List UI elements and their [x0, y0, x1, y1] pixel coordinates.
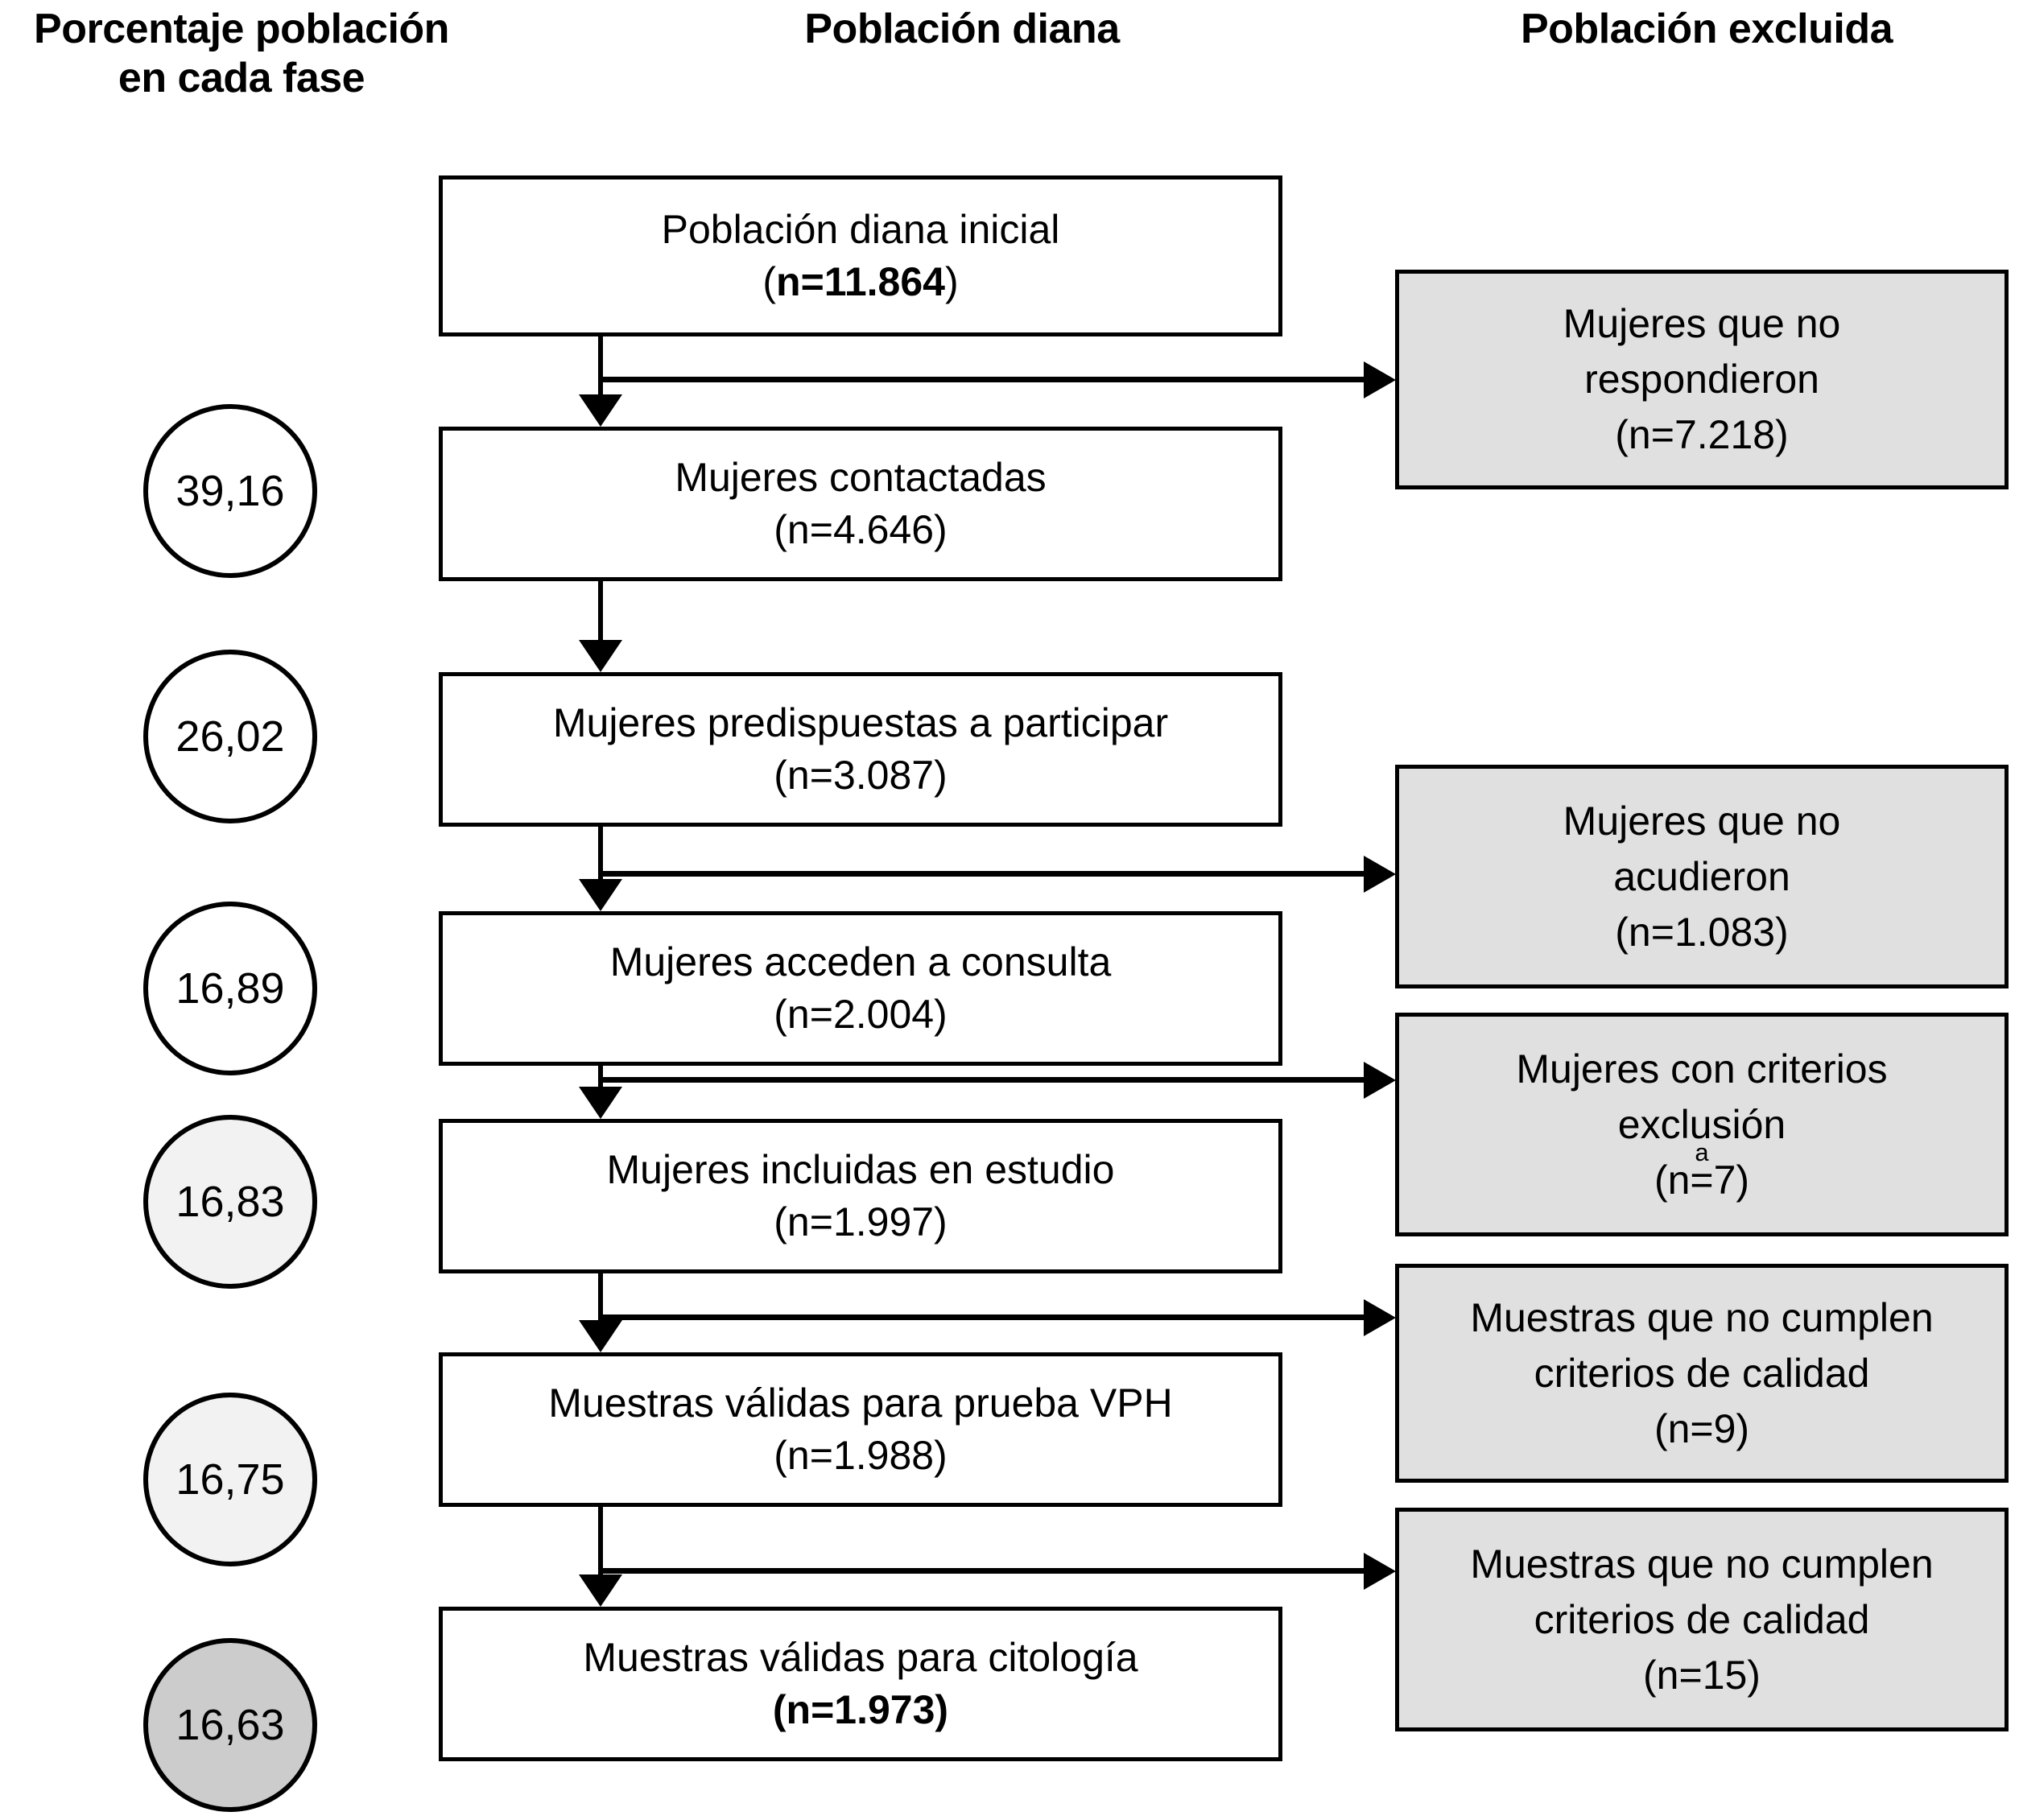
- flow-box-poblacion-diana-inicial: Población diana inicial (n=11.864): [439, 175, 1282, 336]
- connector-vertical-5: [598, 1273, 603, 1320]
- excluded-box-muestras-calidad-vph: Muestras que no cumplen criterios de cal…: [1395, 1264, 2009, 1483]
- percentage-circle-4: 16,83: [143, 1115, 317, 1289]
- flow-box-mujeres-incluidas-estudio: Mujeres incluidas en estudio (n=1.997): [439, 1119, 1282, 1273]
- connector-vertical-4: [598, 1066, 603, 1087]
- arrow-right-3: [1364, 1062, 1396, 1099]
- flow-box-7-count: (n=1.973): [772, 1687, 949, 1732]
- flow-box-mujeres-acceden-consulta: Mujeres acceden a consulta (n=2.004): [439, 911, 1282, 1066]
- flow-box-5-label: Mujeres incluidas en estudio: [606, 1147, 1115, 1192]
- excluded-box-2-count: (n=1.083): [1615, 909, 1789, 955]
- flow-box-6-label: Muestras válidas para prueba VPH: [548, 1380, 1173, 1426]
- arrow-down-5: [579, 1320, 622, 1352]
- column-header-percentage-line1: Porcentaje población: [34, 6, 449, 52]
- percentage-circle-6: 16,63: [143, 1638, 317, 1812]
- connector-vertical-2: [598, 581, 603, 640]
- connector-branch-3: [601, 1077, 1373, 1083]
- connector-vertical-3: [598, 827, 603, 879]
- arrow-right-1: [1364, 361, 1396, 398]
- connector-vertical-1: [598, 336, 603, 394]
- excluded-box-2-line2: acudieron: [1613, 853, 1790, 899]
- excluded-box-3-line1: Mujeres con criterios: [1516, 1046, 1888, 1092]
- excluded-box-2-line1: Mujeres que no: [1563, 798, 1841, 844]
- percentage-value-5: 16,75: [175, 1455, 285, 1504]
- excluded-box-muestras-calidad-citologia: Muestras que no cumplen criterios de cal…: [1395, 1508, 2009, 1731]
- flow-box-muestras-validas-citologia: Muestras válidas para citología (n=1.973…: [439, 1607, 1282, 1761]
- percentage-value-3: 16,89: [175, 964, 285, 1013]
- percentage-value-2: 26,02: [175, 712, 285, 761]
- arrow-down-2: [579, 640, 622, 672]
- flow-box-2-count: (n=4.646): [774, 507, 948, 552]
- excluded-box-1-line1: Mujeres que no: [1563, 301, 1841, 346]
- excluded-box-5-line1: Muestras que no cumplen: [1470, 1541, 1934, 1587]
- excluded-box-1-count: (n=7.218): [1615, 412, 1789, 457]
- flow-box-2-label: Mujeres contactadas: [675, 455, 1047, 500]
- arrow-down-4: [579, 1087, 622, 1119]
- arrow-right-4: [1364, 1299, 1396, 1336]
- excluded-box-mujeres-no-acudieron: Mujeres que no acudieron (n=1.083): [1395, 765, 2009, 988]
- excluded-box-4-line2: criterios de calidad: [1534, 1350, 1870, 1396]
- percentage-value-4: 16,83: [175, 1178, 285, 1226]
- percentage-circle-2: 26,02: [143, 650, 317, 823]
- percentage-circle-1: 39,16: [143, 404, 317, 578]
- flow-box-muestras-validas-vph: Muestras válidas para prueba VPH (n=1.98…: [439, 1352, 1282, 1507]
- percentage-circle-5: 16,75: [143, 1393, 317, 1566]
- flow-box-6-count: (n=1.988): [774, 1433, 948, 1478]
- column-header-excluded-population: Población excluida: [1520, 6, 1893, 52]
- column-header-percentage-line2: en cada fase: [118, 55, 365, 102]
- arrow-down-3: [579, 879, 622, 911]
- column-header-target-population: Población diana: [804, 6, 1120, 52]
- flow-box-3-count: (n=3.087): [774, 753, 948, 798]
- excluded-box-4-line1: Muestras que no cumplen: [1470, 1294, 1934, 1340]
- flow-box-1-label: Población diana inicial: [661, 207, 1060, 252]
- excluded-box-5-count: (n=15): [1643, 1652, 1761, 1698]
- connector-branch-1: [601, 377, 1373, 382]
- connector-vertical-6: [598, 1507, 603, 1574]
- excluded-box-3-count: (n=7): [1654, 1157, 1750, 1203]
- connector-branch-2: [601, 871, 1373, 877]
- excluded-box-5-line2: criterios de calidad: [1534, 1596, 1870, 1642]
- percentage-value-1: 39,16: [175, 467, 285, 515]
- flow-box-4-label: Mujeres acceden a consulta: [609, 939, 1112, 984]
- arrow-right-5: [1364, 1553, 1396, 1590]
- excluded-box-3-line2-text: exclusión: [1617, 1101, 1786, 1147]
- percentage-circle-3: 16,89: [143, 902, 317, 1075]
- column-header-percentage: Porcentaje población en cada fase: [0, 5, 483, 104]
- flow-box-7-label: Muestras válidas para citología: [583, 1635, 1138, 1680]
- connector-branch-5: [601, 1568, 1373, 1574]
- excluded-box-1-line2: respondieron: [1584, 357, 1819, 402]
- flow-box-5-count: (n=1.997): [774, 1199, 948, 1244]
- flow-box-mujeres-contactadas: Mujeres contactadas (n=4.646): [439, 427, 1282, 581]
- arrow-down-6: [579, 1574, 622, 1607]
- arrow-down-1: [579, 394, 622, 427]
- excluded-box-mujeres-no-respondieron: Mujeres que no respondieron (n=7.218): [1395, 270, 2009, 489]
- paren-close-1: ): [944, 259, 959, 304]
- arrow-right-2: [1364, 856, 1396, 893]
- flow-box-1-n: n=11.864: [776, 259, 945, 304]
- flow-box-mujeres-predispuestas: Mujeres predispuestas a participar (n=3.…: [439, 672, 1282, 827]
- connector-branch-4: [601, 1314, 1373, 1320]
- percentage-value-6: 16,63: [175, 1701, 285, 1749]
- flow-box-4-count: (n=2.004): [774, 992, 948, 1037]
- flow-box-3-label: Mujeres predispuestas a participar: [552, 700, 1169, 745]
- paren-open-1: (: [762, 259, 777, 304]
- excluded-box-4-count: (n=9): [1654, 1405, 1750, 1451]
- flow-box-1-count: (n=11.864): [762, 256, 958, 308]
